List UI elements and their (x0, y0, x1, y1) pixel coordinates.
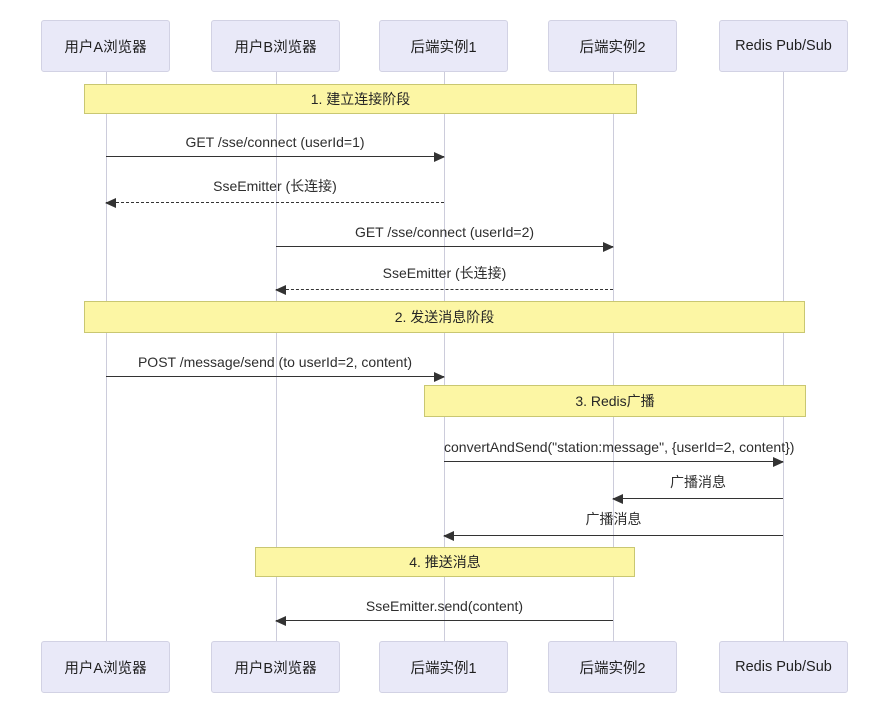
message-get-connect-user1: GET /sse/connect (userId=1) (106, 130, 445, 162)
participant-top-backend1: 后端实例1 (379, 20, 508, 72)
message-line (444, 535, 783, 536)
message-line (276, 246, 613, 247)
phase-note-send: 2. 发送消息阶段 (84, 301, 805, 333)
participant-bottom-userA: 用户A浏览器 (41, 641, 170, 693)
phase-note-push: 4. 推送消息 (255, 547, 635, 577)
message-post-send: POST /message/send (to userId=2, content… (106, 350, 445, 382)
message-line (444, 461, 783, 462)
participant-top-userA: 用户A浏览器 (41, 20, 170, 72)
message-label: GET /sse/connect (userId=2) (354, 224, 535, 240)
arrowhead-right-icon (603, 242, 614, 252)
message-broadcast-to-backend1: 广播消息 (443, 509, 783, 541)
message-line (106, 376, 444, 377)
message-label: GET /sse/connect (userId=1) (185, 134, 365, 150)
message-line (106, 156, 444, 157)
message-label: 广播消息 (670, 474, 726, 490)
lifeline-backend1 (444, 72, 445, 641)
lifeline-userB (276, 72, 277, 641)
participant-bottom-redis: Redis Pub/Sub (719, 641, 848, 693)
arrowhead-right-icon (773, 457, 784, 467)
message-label: convertAndSend("station:message", {userI… (444, 439, 795, 455)
message-broadcast-to-backend2: 广播消息 (612, 472, 783, 504)
lifeline-backend2 (613, 72, 614, 641)
lifeline-userA (106, 72, 107, 641)
phase-note-connect: 1. 建立连接阶段 (84, 84, 637, 114)
message-get-connect-user2: GET /sse/connect (userId=2) (276, 220, 614, 252)
message-line (276, 289, 613, 290)
arrowhead-right-icon (434, 372, 445, 382)
message-line (613, 498, 783, 499)
participant-bottom-userB: 用户B浏览器 (211, 641, 340, 693)
message-label: 广播消息 (585, 511, 642, 527)
message-label: SseEmitter.send(content) (365, 598, 524, 614)
message-sseemitter-user1: SseEmitter (长连接) (105, 176, 444, 208)
arrowhead-left-icon (612, 494, 623, 504)
participant-bottom-backend2: 后端实例2 (548, 641, 677, 693)
participant-top-userB: 用户B浏览器 (211, 20, 340, 72)
message-sseemitter-user2: SseEmitter (长连接) (275, 263, 613, 295)
message-label: SseEmitter (长连接) (382, 265, 507, 281)
message-label: SseEmitter (长连接) (213, 178, 337, 194)
participant-bottom-backend1: 后端实例1 (379, 641, 508, 693)
message-sseemitter-send: SseEmitter.send(content) (275, 594, 613, 626)
message-line (106, 202, 444, 203)
arrowhead-left-icon (105, 198, 116, 208)
message-convert-and-send: convertAndSend("station:message", {userI… (444, 435, 795, 467)
arrowhead-left-icon (443, 531, 454, 541)
arrowhead-left-icon (275, 285, 286, 295)
arrowhead-left-icon (275, 616, 286, 626)
participant-top-redis: Redis Pub/Sub (719, 20, 848, 72)
participant-top-backend2: 后端实例2 (548, 20, 677, 72)
phase-note-redis: 3. Redis广播 (424, 385, 806, 417)
message-line (276, 620, 613, 621)
message-label: POST /message/send (to userId=2, content… (137, 354, 413, 370)
arrowhead-right-icon (434, 152, 445, 162)
lifeline-redis (783, 72, 784, 641)
